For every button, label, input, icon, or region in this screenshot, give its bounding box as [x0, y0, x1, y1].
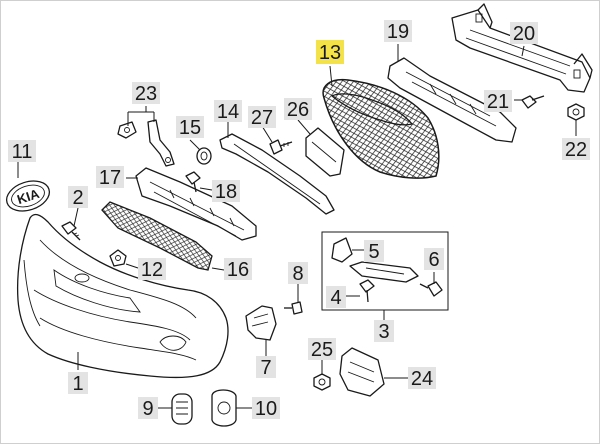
callout-3[interactable]: 3: [374, 320, 394, 343]
part-6-bolt[interactable]: [419, 281, 443, 297]
callout-18[interactable]: 18: [212, 180, 240, 203]
callout-21-number: 21: [487, 91, 509, 113]
callout-17[interactable]: 17: [96, 166, 124, 189]
callout-1[interactable]: 1: [68, 372, 88, 395]
emblem-lettering: KIA: [15, 186, 42, 207]
callout-10-number: 10: [255, 398, 277, 420]
callout-12[interactable]: 12: [138, 258, 166, 281]
callout-27-number: 27: [251, 107, 273, 129]
callout-21[interactable]: 21: [484, 90, 512, 113]
callout-7-number: 7: [260, 357, 271, 379]
part-20-reinforcement-beam[interactable]: [451, 3, 593, 93]
part-19-energy-absorber[interactable]: [387, 57, 517, 143]
callout-26[interactable]: 26: [284, 98, 312, 121]
callout-23-number: 23: [135, 83, 157, 105]
callout-25[interactable]: 25: [308, 338, 336, 361]
callout-7[interactable]: 7: [256, 356, 276, 379]
callout-4[interactable]: 4: [326, 286, 346, 309]
part-12-clip[interactable]: [109, 249, 127, 267]
callout-6-number: 6: [428, 249, 439, 271]
callout-9[interactable]: 9: [138, 397, 158, 420]
callout-8[interactable]: 8: [288, 262, 308, 285]
callout-13[interactable]: 13: [316, 40, 344, 64]
part-3-bracket[interactable]: [349, 261, 419, 283]
callout-10[interactable]: 10: [252, 397, 280, 420]
callout-13-number: 13: [319, 42, 341, 64]
callout-25-number: 25: [311, 339, 333, 361]
part-18-bolt[interactable]: [185, 171, 201, 193]
callout-11-number: 11: [12, 141, 33, 163]
callout-14-number: 14: [217, 101, 239, 123]
callout-17-number: 17: [99, 167, 121, 189]
callout-19-number: 19: [387, 21, 409, 43]
part-4-bolt[interactable]: [359, 279, 375, 303]
callout-19[interactable]: 19: [384, 20, 412, 43]
callout-15-number: 15: [179, 117, 201, 139]
leader-lines: [17, 44, 577, 409]
callout-2-number: 2: [72, 187, 83, 209]
callout-9-number: 9: [142, 398, 153, 420]
part-17-grille-bracket[interactable]: [135, 167, 257, 241]
callout-14[interactable]: 14: [214, 100, 242, 123]
callout-20-number: 20: [513, 23, 535, 45]
part-23-bracket[interactable]: [117, 119, 175, 167]
part-22-nut[interactable]: [567, 103, 585, 121]
part-14-garnish-strip[interactable]: [219, 133, 335, 215]
part-26-mounting-plate[interactable]: [305, 127, 345, 177]
callout-26-number: 26: [287, 99, 309, 121]
callout-22-number: 22: [565, 139, 587, 161]
callout-11[interactable]: 11: [8, 140, 36, 163]
callout-8-number: 8: [292, 263, 303, 285]
callout-5-number: 5: [368, 241, 379, 263]
callout-27[interactable]: 27: [248, 106, 276, 129]
callout-15[interactable]: 15: [176, 116, 204, 139]
part-8-bolt[interactable]: [284, 301, 303, 315]
part-2-bolt[interactable]: [61, 221, 81, 241]
callout-2[interactable]: 2: [68, 186, 88, 209]
callout-16-number: 16: [227, 259, 249, 281]
callout-6[interactable]: 6: [424, 248, 444, 271]
part-16-lower-grille[interactable]: [101, 201, 213, 271]
part-13-radiator-grille[interactable]: [322, 78, 440, 179]
part-9-insert[interactable]: [171, 393, 193, 425]
part-3-bracket-assembly[interactable]: [321, 231, 449, 311]
part-15-clip[interactable]: [196, 147, 212, 165]
part-25-nut[interactable]: [313, 373, 331, 391]
callout-12-number: 12: [141, 259, 163, 281]
callout-4-number: 4: [330, 287, 341, 309]
part-1-bumper-cover[interactable]: [16, 213, 229, 379]
part-27-screw[interactable]: [269, 139, 293, 155]
callout-1-number: 1: [72, 373, 83, 395]
callout-18-number: 18: [215, 181, 237, 203]
callout-5[interactable]: 5: [364, 240, 384, 263]
callout-24[interactable]: 24: [408, 367, 436, 390]
callout-23[interactable]: 23: [132, 82, 160, 105]
callout-24-number: 24: [411, 368, 433, 390]
part-21-bolt[interactable]: [521, 95, 545, 109]
callout-16[interactable]: 16: [224, 258, 252, 281]
callout-labels: 11 2 23 15 14 27 26 13: [8, 20, 590, 420]
callout-20[interactable]: 20: [510, 22, 538, 45]
part-7-bracket[interactable]: [245, 305, 277, 341]
part-10-cover[interactable]: [211, 389, 237, 427]
part-11-emblem[interactable]: KIA: [3, 176, 53, 216]
part-5-clip[interactable]: [331, 237, 353, 263]
callout-3-number: 3: [378, 321, 389, 343]
callout-22[interactable]: 22: [562, 138, 590, 161]
part-24-sensor-bracket[interactable]: [339, 347, 385, 397]
